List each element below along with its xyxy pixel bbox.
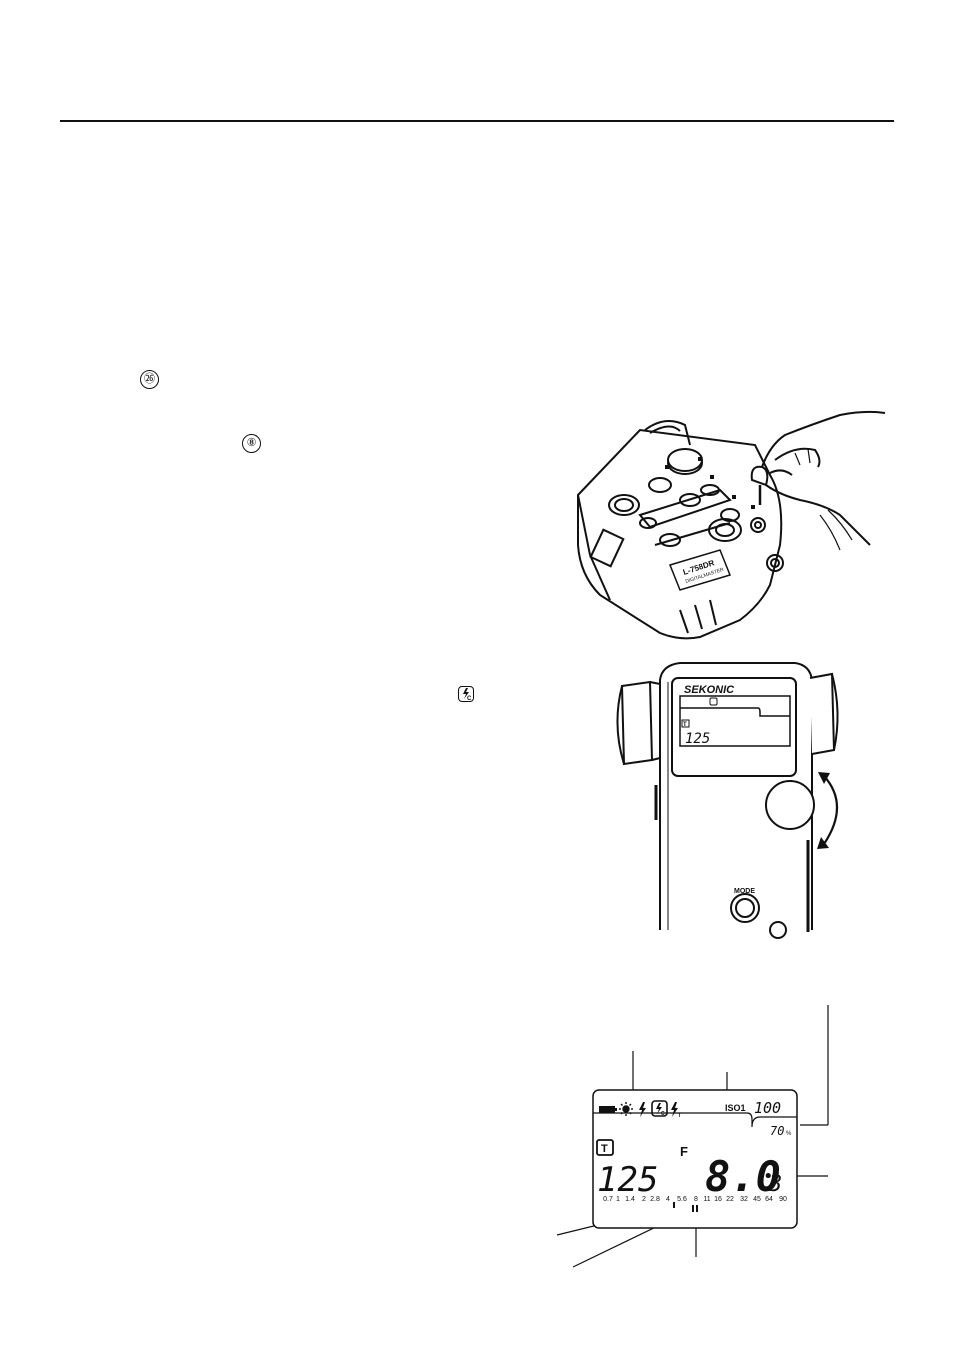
flash-c-letter: C — [467, 696, 472, 702]
scale-label: 90 — [779, 1196, 787, 1203]
ref-8: ⑧ — [242, 434, 261, 453]
f-label: F — [680, 1144, 688, 1159]
mini-lcd-time: 125 — [685, 731, 710, 747]
shutter-value: 125 — [597, 1160, 658, 1200]
flash-cordless-lcd-icon: C — [651, 1100, 668, 1117]
ref-26: ㉖ — [140, 370, 159, 389]
scale-label: 11 — [703, 1196, 710, 1203]
t-mini-label: T — [683, 722, 687, 728]
iso-label: ISO1 — [725, 1103, 746, 1113]
scale-label: 64 — [765, 1196, 773, 1203]
flash-icon — [639, 1102, 646, 1117]
top-rule — [60, 120, 894, 122]
scale-label: 45 — [753, 1196, 761, 1203]
t-box — [596, 1139, 614, 1156]
flash-cordless-glyph: C — [463, 688, 472, 702]
ref-8-text: ⑧ — [246, 437, 257, 449]
percent-value: 70 — [770, 1124, 784, 1138]
scale-marker-c — [696, 1205, 698, 1212]
scale-label: 22 — [726, 1196, 734, 1203]
scale-label: 32 — [740, 1196, 748, 1203]
mode-label: MODE — [734, 888, 755, 895]
meter-top-illustration: L-758DR DIGITALMASTER — [577, 410, 886, 640]
lcd-frame — [592, 1089, 798, 1229]
scale-label: 1.4 — [625, 1196, 635, 1203]
svg-text:C: C — [661, 1111, 665, 1117]
scale-label: 1 — [616, 1196, 620, 1203]
scale-marker-b — [692, 1205, 694, 1212]
aperture-main: 8.0 — [705, 1152, 781, 1201]
scale-label: 8 — [694, 1196, 698, 1203]
battery-icon — [599, 1106, 617, 1113]
scale-label: 0.7 — [603, 1196, 613, 1203]
ref-26-text: ㉖ — [144, 373, 155, 385]
scale-marker-a — [673, 1202, 675, 1208]
sun-icon — [619, 1102, 633, 1116]
flash-multi-icon: T — [671, 1102, 681, 1119]
aperture-tenth: 3 — [768, 1172, 782, 1197]
percent-sign: % — [786, 1131, 792, 1137]
scale-label: 16 — [714, 1196, 722, 1203]
svg-text:T: T — [678, 1113, 681, 1119]
t-label: T — [601, 1143, 608, 1155]
iso-value: 100 — [754, 1099, 781, 1117]
meter-front-illustration: SEKONIC T 125 MODE — [616, 662, 839, 939]
scale-label: 4 — [666, 1196, 670, 1203]
scale-label: 5.6 — [677, 1196, 687, 1203]
scale-label: 2.8 — [650, 1196, 660, 1203]
flash-cordless-icon: C — [458, 686, 474, 702]
scale-label: 2 — [642, 1196, 646, 1203]
brand-label: SEKONIC — [684, 684, 735, 696]
